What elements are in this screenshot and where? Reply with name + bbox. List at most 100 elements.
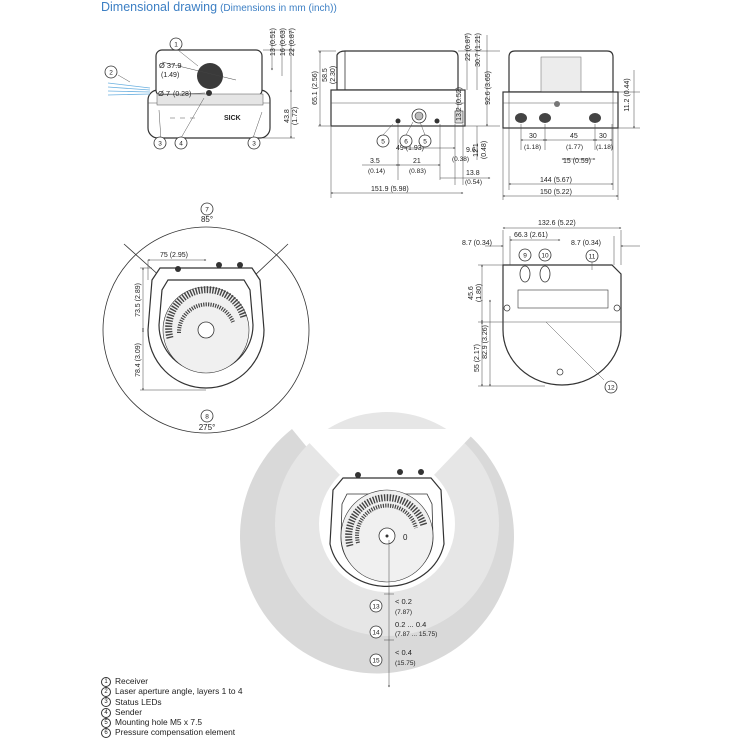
dim-back-30b-in: (1.18) [596,144,613,151]
dim-profile-3-5: 3.5 [370,158,380,165]
sender-window [206,90,212,96]
dim-profile-21: 21 [413,158,421,165]
callout-1: 1 [169,37,183,51]
dim-profile-13-8-in: (0.54) [465,179,482,186]
callout-11: 11 [585,249,599,263]
dim-bottom-45-6-in: (1.80) [476,284,483,302]
dim-back-45-in: (1.77) [566,144,583,151]
svg-text:15: 15 [372,658,380,665]
svg-text:5: 5 [423,139,427,146]
drawing-header: Dimensional drawing (Dimensions in mm (i… [101,0,337,14]
dim-profile-9-6-in: (0.38) [452,156,469,163]
dim-bottom-45-6: 45.6 [468,286,475,300]
dim-bottom-55: 55 (2.17) [474,344,481,372]
callout-9: 9 [518,248,532,262]
svg-text:12: 12 [607,385,615,392]
field-origin-label: 0 [403,533,408,542]
dim-bottom-82-9: 82.9 (3.26) [482,325,489,359]
svg-text:3: 3 [252,141,256,148]
field-zone3-label-in: (15.75) [395,660,416,667]
dim-sender-diameter-in: (0.28) [173,91,191,98]
field-view: 0 < 0.2 (7.87) 0.2 ... 0.4 (7.87 ... 15.… [240,412,514,688]
callout-bubbles: 1 2 3 4 3 5 6 5 7 8 9 10 11 12 13 14 15 [104,37,618,667]
field-zone2-label: 0.2 ... 0.4 [395,620,426,629]
connector-left [515,113,527,123]
dim-profile-58-5-in: (2.30) [330,66,337,84]
dim-sender-diameter: Ø 7 [158,89,170,98]
callout-15: 15 [369,653,383,667]
dim-profile-92-6: 92.6 (3.65) [485,71,492,105]
profile-view: 65.1 (2.56) 58.5 (2.30) 22 (0.87) 30.7 (… [312,33,500,198]
dim-side-16: 16 (0.63) [280,28,287,56]
svg-text:4: 4 [179,141,183,148]
dim-bottom-66-3: 66.3 (2.61) [514,232,548,239]
profile-hood [336,50,459,91]
dim-bottom-132-6: 132.6 (5.22) [538,220,576,227]
dim-profile-49: 49 (1.93) [396,145,424,152]
svg-text:1: 1 [174,42,178,49]
dim-profile-12-1-in: (0.48) [481,141,488,159]
field-zone2-label-in: (7.87 ... 15.75) [395,631,437,638]
side-view: SICK Ø 37.9 (1.49) Ø 7 (0.28) 13 (0.51) … [107,28,299,141]
callout-8: 8 [200,409,214,423]
dim-profile-13-2: 13.2 (0.52) [456,87,463,121]
drawing-subtitle: (Dimensions in mm (inch)) [220,3,337,14]
svg-text:9: 9 [523,253,527,260]
callout-3-left: 3 [153,136,167,150]
top-center-circle [197,321,215,339]
field-zone1-label: < 0.2 [395,597,412,606]
svg-text:10: 10 [541,253,549,260]
dim-back-144: 144 (5.67) [540,177,572,184]
connector-10 [539,265,551,283]
svg-text:2: 2 [109,70,113,77]
dim-side-43-8: 43.8 [284,109,291,123]
dim-back-45: 45 [570,133,578,140]
dim-profile-58-5: 58.5 [322,68,329,82]
callout-7: 7 [200,202,214,216]
dim-back-15: 15 (0.59) [563,158,591,165]
dim-profile-3-5-in: (0.14) [368,168,385,175]
svg-text:5: 5 [381,139,385,146]
callout-12: 12 [604,380,618,394]
dim-receiver-diameter-in: (1.49) [161,72,179,79]
dim-profile-22: 22 (0.87) [465,33,472,61]
connector-9 [519,265,531,283]
svg-text:14: 14 [372,630,380,637]
dim-receiver-diameter: Ø 37.9 [159,61,182,70]
mounting-hole-5 [411,108,427,124]
callout-5-left: 5 [376,134,390,148]
callout-5-right: 5 [418,134,432,148]
connector-mid [539,113,551,123]
svg-text:11: 11 [589,254,596,261]
dim-side-13: 13 (0.51) [270,28,277,56]
dim-profile-151-9: 151.9 (5.98) [371,186,409,193]
dim-back-150: 150 (5.22) [540,189,572,196]
field-zone1-label-in: (7.87) [395,609,412,616]
pressure-element [454,110,464,124]
callout-10: 10 [538,248,552,262]
dim-profile-65-1: 65.1 (2.56) [312,71,319,105]
dim-back-30a-in: (1.18) [524,144,541,151]
dim-top-75: 75 (2.95) [160,252,188,259]
dim-profile-9-6: 9.6 [466,147,476,154]
receiver-window [197,63,223,89]
svg-text:8: 8 [205,414,209,421]
top-view: 85° 275° 75 (2.95) 73.5 (2.89) 78.4 (3.0… [102,215,310,434]
dim-side-22: 22 (0.87) [289,28,296,56]
scan-circle [102,226,310,434]
callout-2: 2 [104,65,118,79]
callout-3-right: 3 [247,136,261,150]
bottom-view: 132.6 (5.22) 66.3 (2.61) 8.7 (0.34) 8.7 … [462,220,640,387]
drawing-title: Dimensional drawing [101,0,218,14]
svg-text:13: 13 [372,604,380,611]
connector-right [589,113,601,123]
callout-6: 6 [399,134,413,148]
dim-back-30a: 30 [529,133,537,140]
dim-profile-13-8: 13.8 [466,170,480,177]
